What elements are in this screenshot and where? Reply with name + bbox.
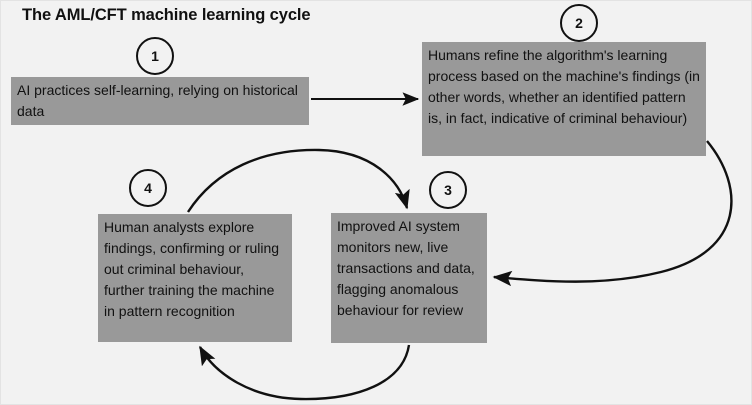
step-node-4[interactable]: Human analysts explore findings, confirm… bbox=[98, 214, 292, 342]
step-node-1-text: AI practices self-learning, relying on h… bbox=[17, 82, 298, 119]
step-badge-1-label: 1 bbox=[151, 48, 159, 64]
page-title: The AML/CFT machine learning cycle bbox=[22, 6, 311, 24]
step-badge-2: 2 bbox=[560, 4, 598, 42]
step-node-3-text: Improved AI system monitors new, live tr… bbox=[337, 218, 475, 318]
step-badge-3-label: 3 bbox=[444, 182, 452, 198]
step-node-1[interactable]: AI practices self-learning, relying on h… bbox=[11, 77, 309, 125]
step-node-2-text: Humans refine the algorithm's learning p… bbox=[428, 47, 700, 126]
step-badge-3: 3 bbox=[429, 171, 467, 209]
edge-4-to-3 bbox=[186, 148, 410, 213]
edge-2-to-3 bbox=[492, 140, 733, 287]
step-badge-1: 1 bbox=[136, 37, 174, 75]
step-badge-4-label: 4 bbox=[144, 180, 152, 196]
step-badge-2-label: 2 bbox=[575, 15, 583, 31]
edge-3-to-4 bbox=[198, 344, 411, 401]
step-node-4-text: Human analysts explore findings, confirm… bbox=[104, 219, 280, 319]
step-badge-4: 4 bbox=[129, 169, 167, 207]
step-node-3[interactable]: Improved AI system monitors new, live tr… bbox=[331, 213, 487, 343]
step-node-2[interactable]: Humans refine the algorithm's learning p… bbox=[422, 42, 706, 156]
